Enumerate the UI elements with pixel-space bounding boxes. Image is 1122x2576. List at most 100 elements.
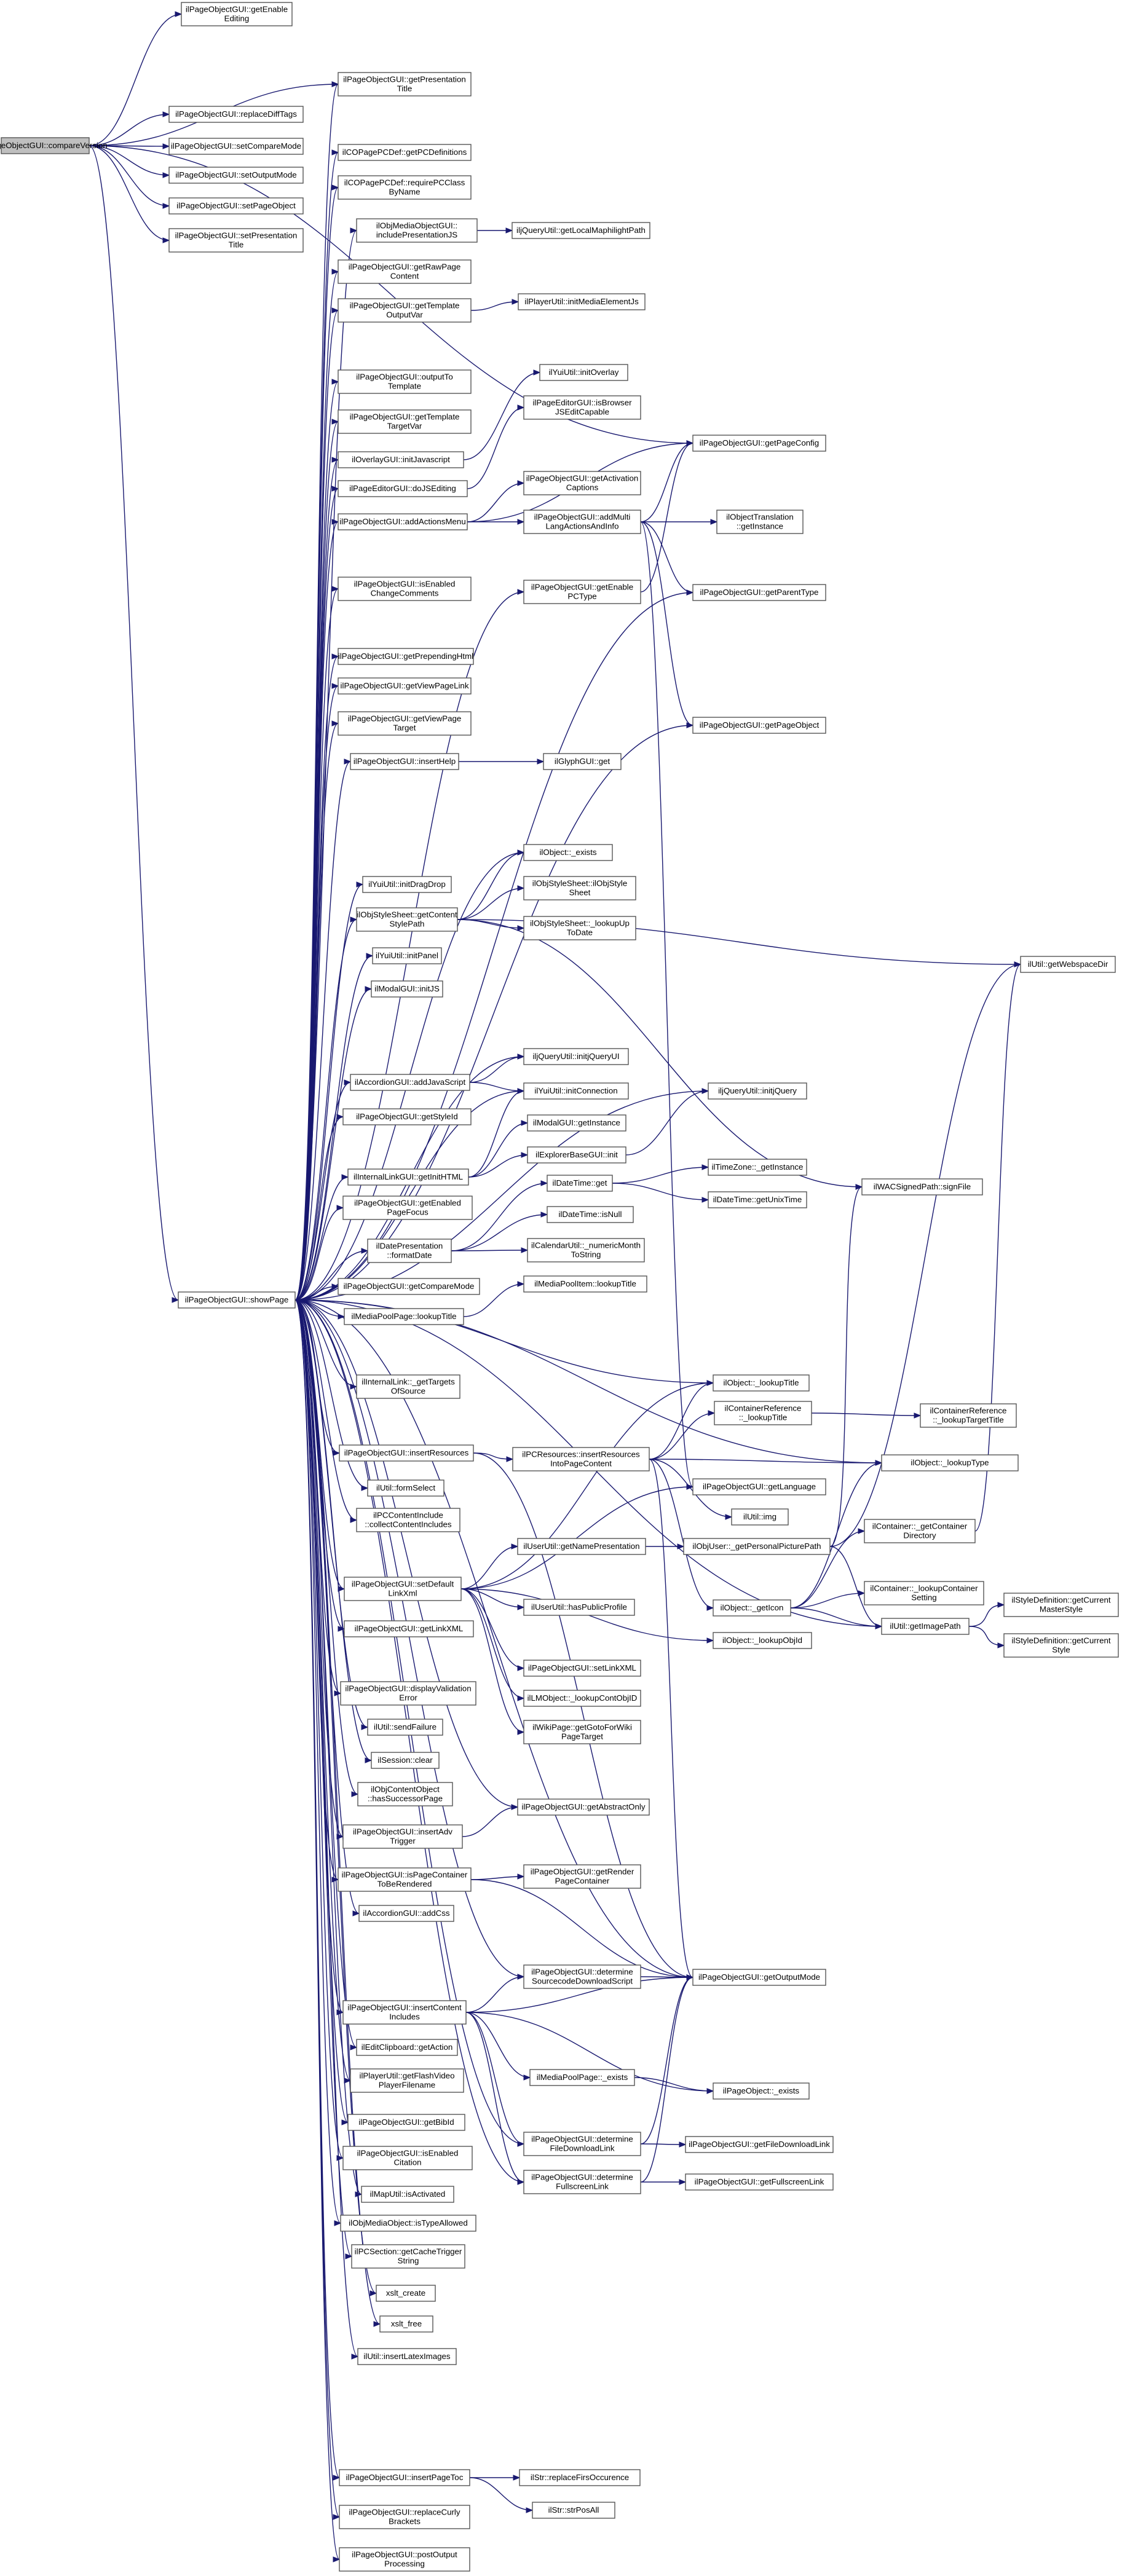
node-getLocalMaphilight[interactable]: iljQueryUtil::getLocalMaphilightPath (512, 222, 650, 239)
node-doJSEditing[interactable]: ilPageEditorGUI::doJSEditing (338, 480, 468, 497)
node-getIntHTML[interactable]: ilInternalLinkGUI::getInitHTML (347, 1168, 469, 1186)
node-replaceFirsOccurence[interactable]: ilStr::replaceFirsOccurence (519, 2469, 641, 2486)
node-getFullscreenLink[interactable]: ilPageObjectGUI::getFullscreenLink (685, 2173, 834, 2191)
node-formSelect[interactable]: ilUtil::formSelect (367, 1479, 444, 1497)
node-initOverlay[interactable]: ilYuiUtil::initOverlay (539, 364, 628, 381)
node-addMultiLang[interactable]: ilPageObjectGUI::addMultiLangActionsAndI… (523, 510, 641, 534)
node-utilImg[interactable]: ilUtil::img (731, 1508, 789, 1526)
node-formatDate[interactable]: ilDatePresentation::formatDate (367, 1239, 452, 1263)
node-glyphGet[interactable]: ilGlyphGUI::get (543, 753, 622, 770)
node-objTransGetInstance[interactable]: ilObjectTranslation::getInstance (716, 510, 804, 534)
node-modalGetInstance[interactable]: ilModalGUI::getInstance (527, 1114, 626, 1132)
node-addJavaScript[interactable]: ilAccordionGUI::addJavaScript (350, 1074, 470, 1091)
node-insertLatexImages[interactable]: ilUtil::insertLatexImages (357, 2348, 457, 2365)
node-initjQuery[interactable]: iljQueryUtil::initjQuery (708, 1082, 807, 1100)
node-initjQueryUI[interactable]: iljQueryUtil::initjQueryUI (523, 1048, 629, 1065)
node-getPrependingHtml[interactable]: ilPageObjectGUI::getPrependingHtml (338, 648, 474, 665)
node-strPosAll[interactable]: ilStr::strPosAll (532, 2502, 615, 2519)
node-getImagePath[interactable]: ilUtil::getImagePath (881, 1618, 970, 1635)
node-isPageContainerRendered[interactable]: ilPageObjectGUI::isPageContainerToBeRend… (338, 1867, 472, 1892)
node-getViewPageLink[interactable]: ilPageObjectGUI::getViewPageLink (338, 677, 472, 695)
node-xsltFree[interactable]: xslt_free (379, 2315, 433, 2333)
node-compareVersion[interactable]: ilPageObjectGUI::compareVersion (0, 137, 108, 154)
node-modalInitJS[interactable]: ilModalGUI::initJS (371, 980, 443, 998)
node-initPanel[interactable]: ilYuiUtil::initPanel (372, 947, 442, 964)
node-getObjStyleSheet[interactable]: ilObjStyleSheet::ilObjStyleSheet (523, 876, 636, 900)
node-objGetIcon[interactable]: ilObject::_getIcon (713, 1599, 791, 1617)
node-addActionsMenu[interactable]: ilPageObjectGUI::addActionsMenu (338, 513, 468, 530)
node-isTypeAllowed[interactable]: ilObjMediaObject::isTypeAllowed (340, 2215, 476, 2232)
node-replaceDiffTags[interactable]: ilPageObjectGUI::replaceDiffTags (168, 106, 304, 123)
node-explorerInit[interactable]: ilExplorerBaseGUI::init (527, 1146, 626, 1164)
node-insertHelp[interactable]: ilPageObjectGUI::insertHelp (350, 753, 459, 770)
node-getStyleId[interactable]: ilPageObjectGUI::getStyleId (342, 1108, 472, 1125)
node-sendFailure[interactable]: ilUtil::sendFailure (367, 1719, 443, 1736)
node-mapIsActivated[interactable]: ilMapUtil::isActivated (361, 2186, 454, 2203)
node-insertPageToc[interactable]: ilPageObjectGUI::insertPageToc (339, 2469, 470, 2486)
node-getNamePresentation[interactable]: ilUserUtil::getNamePresentation (517, 1538, 646, 1555)
node-overlayInitJs[interactable]: ilOverlayGUI::initJavascript (338, 451, 464, 468)
node-pageObjectExists[interactable]: ilPageObject::_exists (713, 2082, 810, 2100)
node-mediaPoolPageExists[interactable]: ilMediaPoolPage::_exists (529, 2069, 635, 2086)
node-hasSuccessorPage[interactable]: ilObjContentObject::hasSuccessorPage (357, 1782, 453, 1806)
node-getAbstractOnly[interactable]: ilPageObjectGUI::getAbstractOnly (517, 1798, 650, 1816)
node-dateTimeIsNull[interactable]: ilDateTime::isNull (547, 1206, 634, 1223)
node-setLinkXML[interactable]: ilPageObjectGUI::setLinkXML (523, 1660, 641, 1677)
node-getFlashVideo[interactable]: ilPlayerUtil::getFlashVideoPlayerFilenam… (350, 2068, 464, 2093)
node-objLookupType[interactable]: ilObject::_lookupType (881, 1454, 1019, 1471)
node-objLookupObjId[interactable]: ilObject::_lookupObjId (713, 1632, 812, 1649)
node-getPageObject[interactable]: ilPageObjectGUI::getPageObject (692, 717, 826, 734)
node-mediaPoolItemLookup[interactable]: ilMediaPoolItem::lookupTitle (523, 1275, 647, 1293)
node-determineFileDownload[interactable]: ilPageObjectGUI::determineFileDownloadLi… (523, 2132, 641, 2156)
node-mediaPoolPageLookup[interactable]: ilMediaPoolPage::lookupTitle (344, 1308, 464, 1325)
node-getFileDownloadLink[interactable]: ilPageObjectGUI::getFileDownloadLink (685, 2136, 834, 2153)
node-getPersonalPicturePath[interactable]: ilObjUser::_getPersonalPicturePath (683, 1538, 831, 1555)
node-hasPublicProfile[interactable]: ilUserUtil::hasPublicProfile (523, 1599, 635, 1616)
node-wacSignFile[interactable]: ilWACSignedPath::signFile (861, 1178, 983, 1195)
node-containerRefLookup[interactable]: ilContainerReference::_lookupTitle (714, 1401, 812, 1425)
node-getLanguage[interactable]: ilPageObjectGUI::getLanguage (692, 1478, 826, 1495)
node-includePresJS[interactable]: ilObjMediaObjectGUI::includePresentation… (356, 218, 478, 243)
node-lookupContObjID[interactable]: ilLMObject::_lookupContObjID (523, 1690, 641, 1707)
node-initMediaElementJs[interactable]: ilPlayerUtil::initMediaElementJs (518, 293, 646, 310)
node-containerRefLookupTarget[interactable]: ilContainerReference::_lookupTargetTitle (920, 1403, 1017, 1428)
node-dateTimeGet[interactable]: ilDateTime::get (547, 1175, 613, 1192)
node-setCompareMode[interactable]: ilPageObjectGUI::setCompareMode (168, 138, 304, 155)
node-objExists[interactable]: ilObject::_exists (523, 844, 613, 861)
node-setOutputMode[interactable]: ilPageObjectGUI::setOutputMode (168, 167, 304, 184)
node-clipboardGetAction[interactable]: ilEditClipboard::getAction (356, 2039, 458, 2056)
node-pcInsertResources[interactable]: ilPCResources::insertResourcesIntoPageCo… (512, 1447, 650, 1471)
node-initDragDrop[interactable]: ilYuiUtil::initDragDrop (362, 876, 452, 893)
node-initConnection[interactable]: ilYuiUtil::initConnection (523, 1082, 629, 1100)
node-accordionAddCss[interactable]: ilAccordionGUI::addCss (358, 1905, 454, 1922)
